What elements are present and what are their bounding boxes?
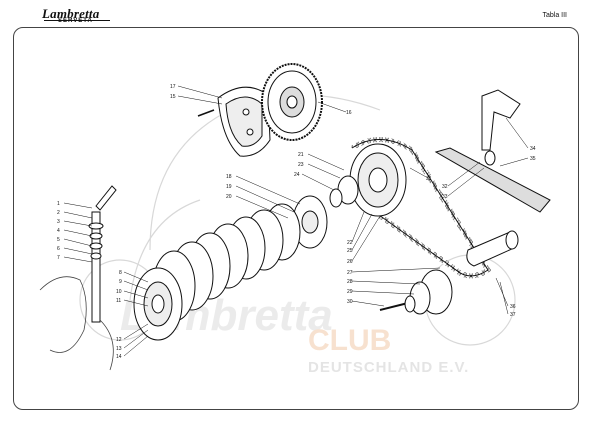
drive-chain-part [350, 137, 492, 279]
callout-23: 23 [298, 162, 304, 168]
gear-cluster-part [379, 269, 453, 315]
callout-14: 14 [116, 354, 122, 360]
callout-8: 8 [119, 270, 122, 276]
callout-30: 30 [347, 299, 353, 305]
callout-19: 19 [226, 184, 232, 190]
callout-4: 4 [57, 228, 60, 234]
chain-guide-part [434, 89, 551, 213]
callout-11: 11 [116, 298, 121, 304]
callout-27: 27 [347, 270, 353, 276]
callout-labels: 1 2 3 4 5 6 7 8 9 10 11 12 13 14 15 16 1… [57, 84, 536, 360]
brake-shoe-part [197, 86, 271, 157]
callout-32: 32 [442, 184, 448, 190]
brand-underline [44, 20, 110, 21]
callout-37: 37 [510, 312, 516, 318]
callout-15: 15 [170, 94, 176, 100]
leader-lines [63, 85, 529, 357]
rear-sprocket-part [261, 63, 323, 141]
callout-33: 33 [442, 194, 448, 200]
callout-12: 12 [116, 337, 122, 343]
callout-5: 5 [57, 237, 60, 243]
callout-16: 16 [346, 110, 352, 116]
callout-21: 21 [298, 152, 304, 158]
watermark-deutschland: DEUTSCHLAND E.V. [308, 359, 469, 376]
callout-6: 6 [57, 246, 60, 252]
callout-31: 31 [426, 176, 432, 182]
callout-20: 20 [226, 194, 232, 200]
brand-name: Lambretta [42, 6, 100, 21]
watermark-club: CLUB [308, 324, 391, 357]
callout-29: 29 [347, 289, 353, 295]
callout-34: 34 [530, 146, 536, 152]
callout-25: 25 [347, 248, 353, 254]
callout-1: 1 [57, 201, 60, 207]
callout-3: 3 [57, 219, 60, 225]
callout-17: 17 [170, 84, 176, 90]
kickstart-shaft-part [88, 185, 117, 323]
drawing-frame [13, 27, 579, 410]
callout-10: 10 [116, 289, 122, 295]
callout-36: 36 [510, 304, 516, 310]
callout-18: 18 [226, 174, 232, 180]
callout-24: 24 [294, 172, 300, 178]
callout-35: 35 [530, 156, 536, 162]
callout-26: 26 [347, 259, 353, 265]
callout-13: 13 [116, 346, 122, 352]
plate-label: Tabla III [542, 12, 567, 19]
callout-7: 7 [57, 255, 60, 261]
clutch-plates-part [133, 195, 328, 341]
callout-9: 9 [119, 279, 122, 285]
callout-22: 22 [347, 240, 353, 246]
engine-casing-part [39, 276, 114, 371]
brand-subtitle: SERVETA [58, 18, 93, 24]
tensioner-roller-part [466, 230, 519, 267]
callout-2: 2 [57, 210, 60, 216]
brand-logo: Lambretta SERVETA [42, 6, 112, 26]
clutch-bell-part [329, 143, 407, 217]
callout-28: 28 [347, 279, 353, 285]
